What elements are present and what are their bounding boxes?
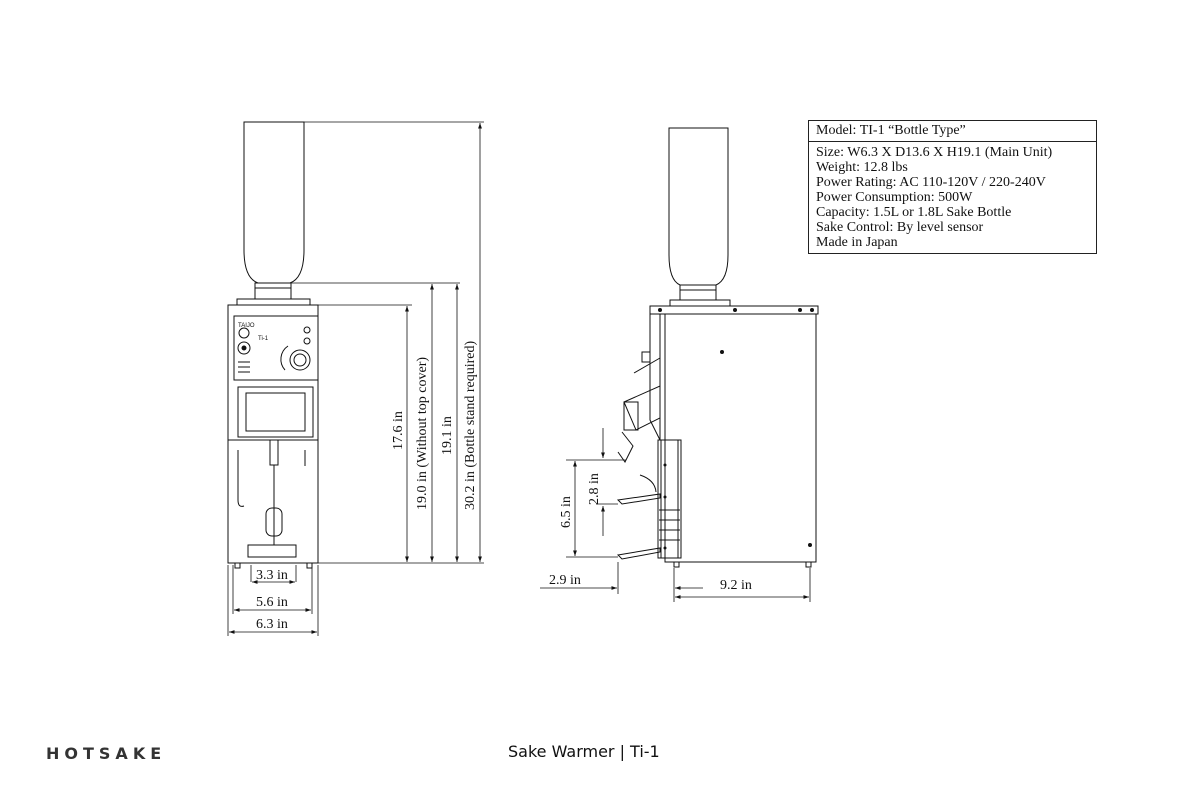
front-drip-tray [247,544,297,558]
front-extension-lines [227,121,484,636]
dim-side-9-2: 9.2 in [720,578,752,593]
brand-logo: HOTSAKE [46,744,167,763]
dim-side-6-5: 6.5 in [559,496,574,528]
dim-height-19-0: 19.0 in (Without top cover) [415,357,430,510]
dim-height-30-2: 30.2 in (Bottle stand required) [463,341,478,510]
front-collar [254,282,292,300]
spec-capacity: Capacity: 1.5L or 1.8L Sake Bottle [816,205,1012,220]
spec-size: Size: W6.3 X D13.6 X H19.1 (Main Unit) [816,145,1053,160]
spec-table: Model: TI-1 “Bottle Type” Size: W6.3 X D… [808,120,1097,254]
side-dims [540,428,809,599]
spec-origin: Made in Japan [816,235,898,250]
front-body [227,304,319,564]
spec-sake-control: Sake Control: By level sensor [816,220,984,235]
front-panel-brand: TAIJO [238,323,255,329]
dim-width-5-6: 5.6 in [256,595,288,610]
front-control-panel [233,315,319,381]
side-screws [658,308,814,550]
spec-title: Model: TI-1 “Bottle Type” [809,121,1096,142]
side-lower-shelf [616,547,661,560]
page-caption: Sake Warmer | Ti-1 [508,742,660,761]
front-top-cover [236,298,311,306]
dim-height-17-6: 17.6 in [391,411,406,450]
dim-width-3-3: 3.3 in [256,568,288,583]
dim-side-2-9: 2.9 in [549,573,581,588]
spec-weight: Weight: 12.8 lbs [816,160,908,175]
spec-power-rating: Power Rating: AC 110-120V / 220-240V [816,175,1046,190]
side-body [664,313,817,563]
side-view [616,127,819,568]
front-height-dims [405,123,482,562]
side-bottle [668,127,729,286]
dim-width-6-3: 6.3 in [256,617,288,632]
side-lower-frame [657,439,682,559]
spec-list: Size: W6.3 X D13.6 X H19.1 (Main Unit) W… [809,142,1096,250]
front-panel-model: Ti-1 [258,336,269,342]
dim-side-2-8: 2.8 in [587,473,602,505]
dim-height-19-1: 19.1 in [440,416,455,455]
front-width-dims [229,580,317,634]
front-view [227,121,319,569]
side-upper-shelf [616,493,661,505]
front-bottle [243,121,305,284]
spec-power-consumption: Power Consumption: 500W [816,190,973,205]
front-window [237,386,314,438]
side-extension-lines [566,459,811,602]
